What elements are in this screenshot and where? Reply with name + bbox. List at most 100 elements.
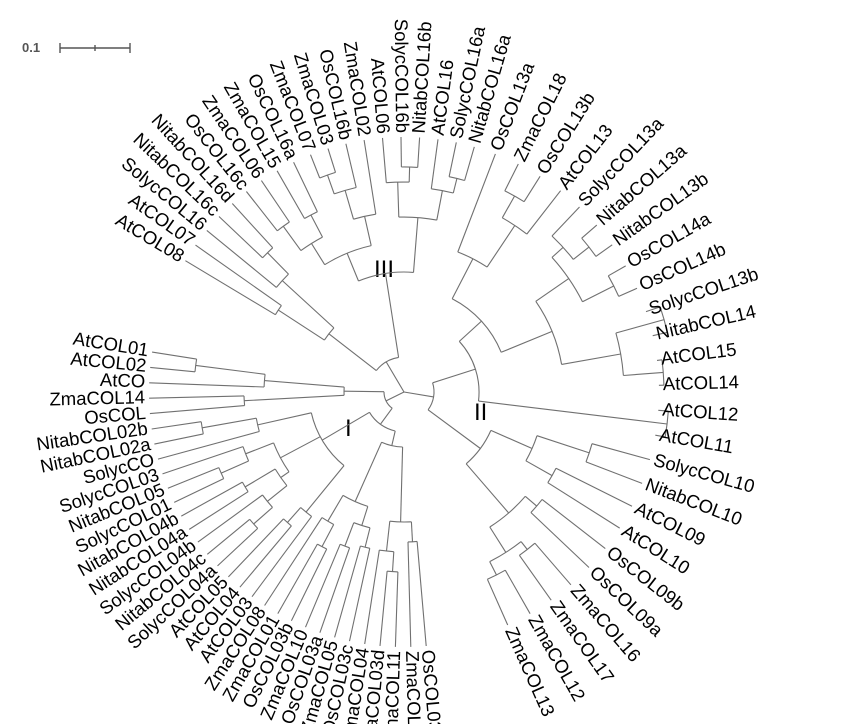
branch-segment xyxy=(281,280,335,329)
leaf-label: SolycCOL16b xyxy=(391,19,413,133)
branch-segment xyxy=(364,216,372,246)
branch-segment xyxy=(280,471,290,478)
branch-segment xyxy=(379,407,393,425)
branch-segment xyxy=(551,206,580,237)
branch-segment xyxy=(152,351,197,360)
branch-segment xyxy=(655,434,666,438)
branch-segment xyxy=(326,174,335,195)
leaf-label: ZmaCOL11 xyxy=(380,650,404,724)
branch-segment xyxy=(525,460,553,477)
branch-arc xyxy=(360,545,370,549)
branch-segment xyxy=(535,278,570,302)
branch-segment xyxy=(536,435,590,454)
branch-arc xyxy=(551,235,574,260)
branch-arc xyxy=(275,273,289,288)
branch-arc xyxy=(276,221,290,232)
branch-segment xyxy=(327,495,344,522)
branch-segment xyxy=(381,137,387,183)
branch-arc xyxy=(375,356,399,371)
branch-segment xyxy=(319,547,351,633)
branch-segment xyxy=(220,460,249,474)
branch-segment xyxy=(344,190,355,220)
branch-segment xyxy=(591,443,651,461)
branch-segment xyxy=(486,225,516,268)
branch-segment xyxy=(228,518,284,578)
branch-arc xyxy=(263,374,266,388)
branch-segment xyxy=(195,244,282,307)
branch-segment xyxy=(432,368,476,384)
branch-segment xyxy=(524,495,538,507)
tree-branches xyxy=(149,136,669,647)
branch-segment xyxy=(188,491,249,530)
branch-segment xyxy=(504,569,531,614)
branch-segment xyxy=(149,405,245,415)
branch-segment xyxy=(361,506,369,526)
branch-segment xyxy=(416,541,427,647)
branch-segment xyxy=(305,465,345,513)
branch-segment xyxy=(327,148,337,173)
branch-segment xyxy=(407,541,412,647)
branch-arc xyxy=(241,481,249,492)
branch-segment xyxy=(354,441,383,502)
branch-arc xyxy=(249,518,259,529)
branch-segment xyxy=(490,429,533,450)
branch-segment xyxy=(150,366,196,373)
branch-arc xyxy=(200,421,204,435)
branch-segment xyxy=(489,526,507,553)
branch-segment xyxy=(181,481,243,517)
branch-segment xyxy=(652,331,668,337)
branch-segment xyxy=(149,395,245,399)
branch-segment xyxy=(244,394,345,402)
branch-segment xyxy=(277,543,318,614)
branch-segment xyxy=(343,390,385,393)
branch-segment xyxy=(448,142,457,177)
branch-arc xyxy=(255,418,260,432)
branch-segment xyxy=(282,225,302,251)
branch-segment xyxy=(245,442,274,455)
branch-segment xyxy=(310,214,323,238)
branch-arc xyxy=(386,181,410,184)
branch-arc xyxy=(342,494,368,507)
branch-segment xyxy=(231,203,274,249)
scale-bar: 0.1 xyxy=(22,40,131,55)
branch-segment xyxy=(267,485,288,502)
branch-segment xyxy=(394,571,399,647)
branch-segment xyxy=(244,468,276,488)
branch-segment xyxy=(581,224,598,239)
branch-segment xyxy=(518,554,552,601)
branch-arc xyxy=(300,236,323,252)
branch-arc xyxy=(218,467,225,479)
branch-segment xyxy=(427,409,481,449)
scale-bar-label: 0.1 xyxy=(22,40,40,55)
branch-segment xyxy=(253,506,273,525)
branch-segment xyxy=(464,146,475,181)
branch-arc xyxy=(339,543,350,549)
clade-label-ii: II xyxy=(474,399,487,426)
clade-label-i: I xyxy=(345,415,352,442)
branch-arc xyxy=(387,570,398,573)
branch-segment xyxy=(311,243,326,265)
leaf-label: AtCO xyxy=(100,369,146,392)
clade-label-iii: III xyxy=(374,256,394,283)
branch-segment xyxy=(264,517,323,606)
branch-segment xyxy=(195,364,266,375)
branch-segment xyxy=(245,191,278,232)
branch-segment xyxy=(520,541,528,550)
branch-segment xyxy=(334,545,361,638)
branch-segment xyxy=(264,380,345,388)
branch-segment xyxy=(206,518,251,555)
branch-arc xyxy=(317,543,327,550)
branch-segment xyxy=(162,446,244,475)
branch-arc xyxy=(319,171,336,179)
branch-arc xyxy=(274,468,288,487)
branch-segment xyxy=(501,195,516,219)
branch-segment xyxy=(595,244,613,257)
branch-segment xyxy=(572,246,590,260)
branch-arc xyxy=(379,549,394,553)
leaf-label: ZmaCOL09 xyxy=(402,651,425,724)
branch-segment xyxy=(379,571,388,646)
branch-segment xyxy=(328,333,377,372)
branch-segment xyxy=(276,170,305,219)
branch-segment xyxy=(645,306,661,313)
branch-segment xyxy=(385,361,405,393)
